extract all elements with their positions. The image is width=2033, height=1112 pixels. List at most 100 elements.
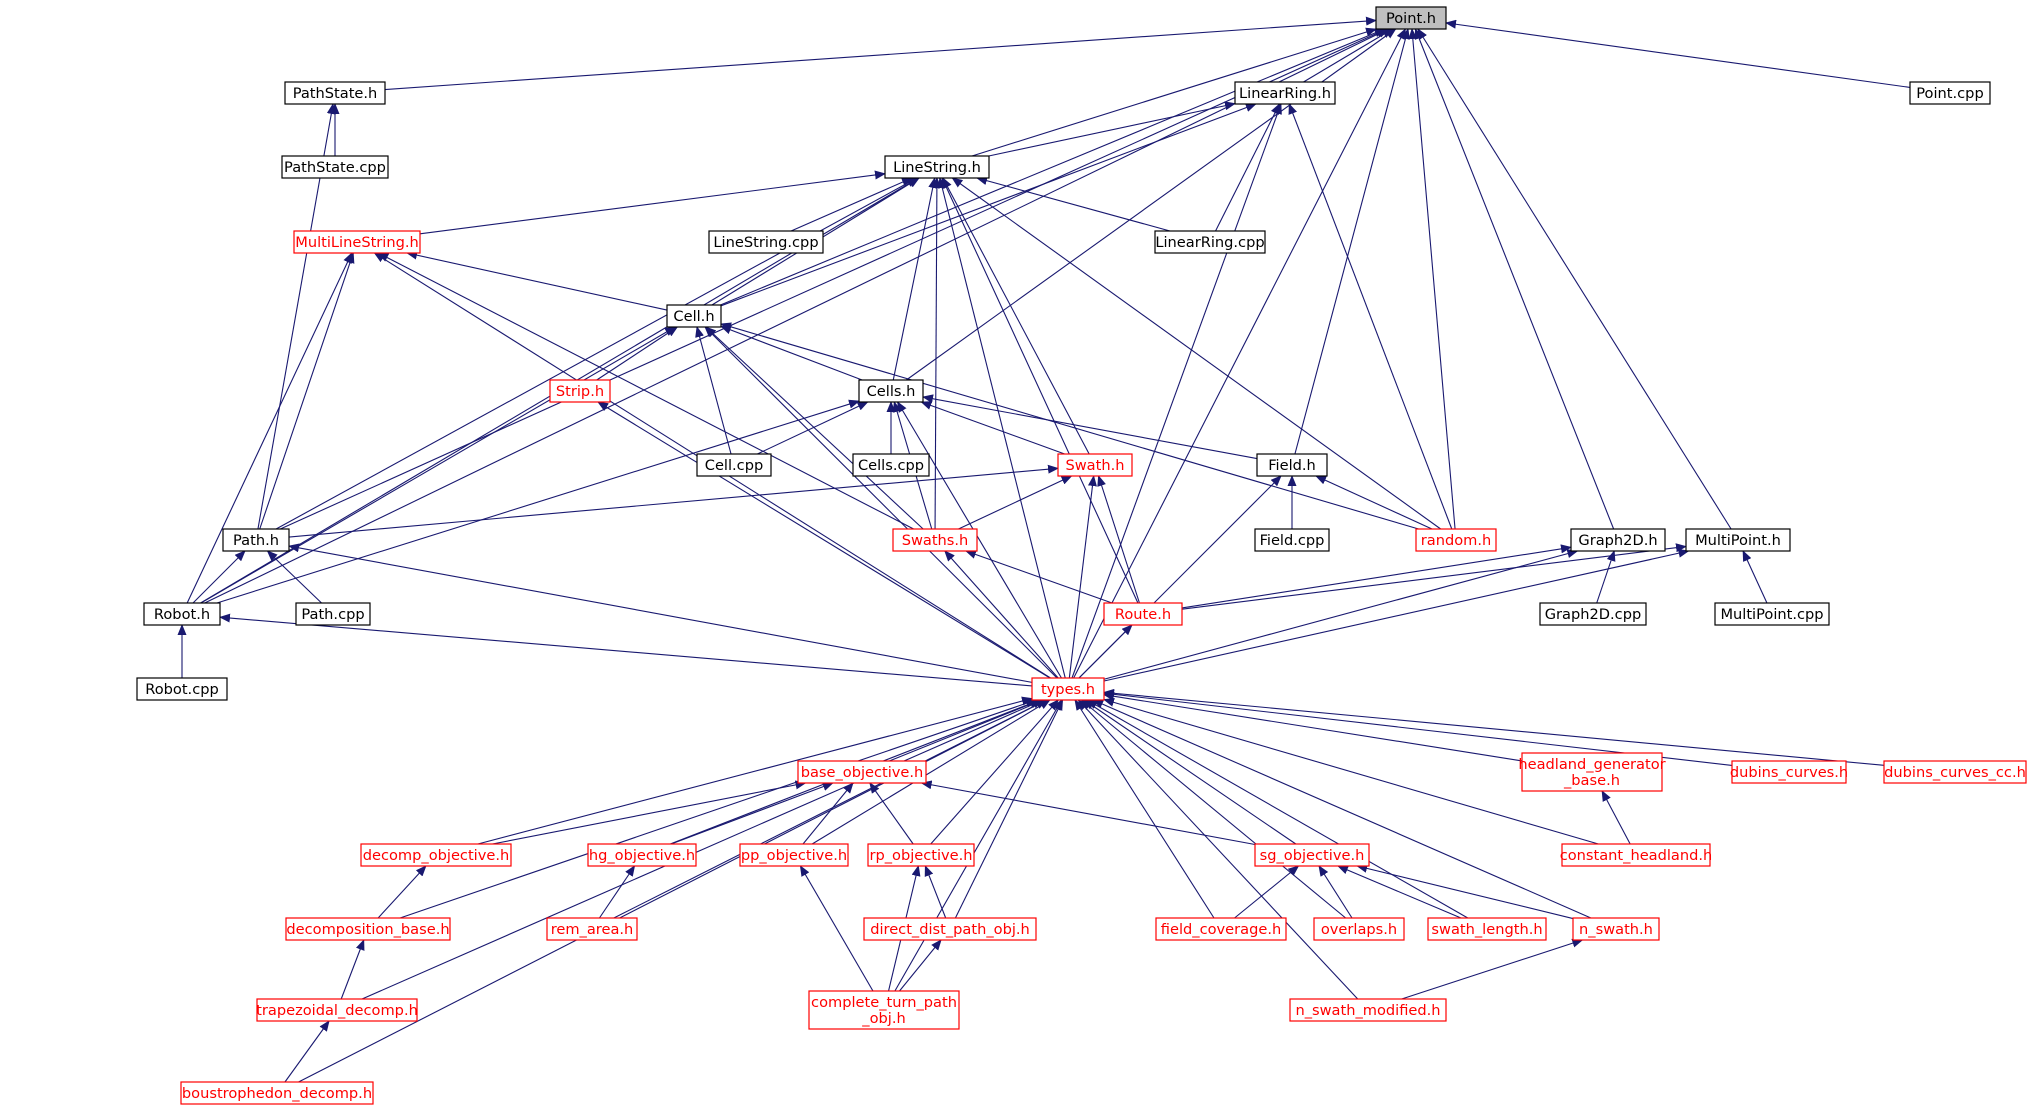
node-multipoint-h[interactable]: MultiPoint.h	[1685, 528, 1791, 552]
node-decomp-objective-h[interactable]: decomp_objective.h	[360, 843, 512, 867]
node-label: direct_dist_path_obj.h	[870, 921, 1030, 938]
node-label: field_coverage.h	[1161, 921, 1281, 938]
edge-cell_cpp-to-cells_h	[757, 401, 869, 455]
node-point-h[interactable]: Point.h	[1375, 6, 1447, 30]
node-swath-h[interactable]: Swath.h	[1057, 453, 1133, 477]
node-label: Path.cpp	[301, 606, 364, 623]
node-swaths-h[interactable]: Swaths.h	[892, 528, 978, 552]
edge-decomp_objective_h-to-types_h	[477, 696, 1033, 845]
node-route-h[interactable]: Route.h	[1103, 602, 1183, 626]
node-hg-objective-h[interactable]: hg_objective.h	[587, 843, 697, 867]
node-pp-objective-h[interactable]: pp_objective.h	[739, 843, 849, 867]
node-pathstate-h[interactable]: PathState.h	[284, 81, 386, 105]
node-label: _obj.h	[861, 1010, 905, 1027]
edge-graph2d_h-to-point_h	[1414, 28, 1615, 530]
edge-types_h-to-strip_h	[597, 401, 1051, 679]
node-swath-length-h[interactable]: swath_length.h	[1427, 917, 1547, 941]
node-box	[1154, 230, 1266, 254]
edge-n_swath_modified_h-to-n_swath_h	[1401, 938, 1584, 1000]
edge-types_h-to-linearring_h	[1071, 103, 1282, 679]
edge-swaths_h-to-multilinestring_h	[377, 252, 914, 530]
node-field-h[interactable]: Field.h	[1256, 453, 1328, 477]
node-n-swath-modified-h[interactable]: n_swath_modified.h	[1289, 998, 1447, 1022]
node-headland-generator-base-h[interactable]: headland_generator_base.h	[1518, 752, 1666, 792]
node-rem-area-h[interactable]: rem_area.h	[546, 917, 638, 941]
node-label: Robot.h	[154, 606, 210, 623]
node-dubins-curves-h[interactable]: dubins_curves.h	[1730, 760, 1848, 784]
edge-decomposition_base_h-to-types_h	[399, 698, 1037, 919]
node-label: Cell.h	[673, 308, 714, 325]
node-constant-headland-h[interactable]: constant_headland.h	[1560, 843, 1713, 867]
node-overlaps-h[interactable]: overlaps.h	[1313, 917, 1405, 941]
node-field-cpp[interactable]: Field.cpp	[1254, 528, 1330, 552]
edge-layer	[177, 16, 1911, 1083]
node-box	[1254, 528, 1330, 552]
node-field-coverage-h[interactable]: field_coverage.h	[1155, 917, 1287, 941]
node-box	[281, 155, 389, 179]
node-linestring-cpp[interactable]: LineString.cpp	[708, 230, 824, 254]
node-label: pp_objective.h	[741, 847, 847, 864]
node-robot-cpp[interactable]: Robot.cpp	[136, 677, 228, 701]
node-complete-turn-path-obj-h[interactable]: complete_turn_path_obj.h	[808, 990, 960, 1030]
node-layer: Point.hPathState.hPathState.cppLinearRin…	[136, 6, 2027, 1105]
node-decomposition-base-h[interactable]: decomposition_base.h	[285, 917, 451, 941]
node-multipoint-cpp[interactable]: MultiPoint.cpp	[1714, 602, 1830, 626]
node-robot-h[interactable]: Robot.h	[143, 602, 221, 626]
node-box	[1570, 528, 1666, 552]
node-box	[143, 602, 221, 626]
edge-direct_dist_path_obj_h-to-rp_objective_h	[924, 865, 947, 919]
node-cell-cpp[interactable]: Cell.cpp	[696, 453, 772, 477]
node-label: PathState.h	[293, 85, 378, 102]
edge-base_objective_h-to-types_h	[889, 699, 1042, 762]
node-cells-h[interactable]: Cells.h	[858, 379, 924, 403]
node-cells-cpp[interactable]: Cells.cpp	[852, 453, 930, 477]
node-sg-objective-h[interactable]: sg_objective.h	[1254, 843, 1370, 867]
node-point-cpp[interactable]: Point.cpp	[1909, 81, 1991, 105]
node-rp-objective-h[interactable]: rp_objective.h	[867, 843, 975, 867]
edge-field_h-to-cells_h	[922, 394, 1258, 460]
node-label: LineString.cpp	[713, 234, 818, 251]
node-label: hg_objective.h	[589, 847, 695, 864]
node-box	[852, 453, 930, 477]
node-box	[1103, 602, 1183, 626]
node-multilinestring-h[interactable]: MultiLineString.h	[293, 230, 421, 254]
node-n-swath-h[interactable]: n_swath.h	[1572, 917, 1660, 941]
node-box	[1561, 843, 1711, 867]
node-graph2d-cpp[interactable]: Graph2D.cpp	[1539, 602, 1647, 626]
node-path-cpp[interactable]: Path.cpp	[295, 602, 371, 626]
node-random-h[interactable]: random.h	[1415, 528, 1497, 552]
node-base-objective-h[interactable]: base_objective.h	[797, 760, 927, 784]
edge-robot_h-to-multilinestring_h	[186, 252, 353, 604]
node-label: MultiPoint.h	[1695, 532, 1781, 549]
edge-hg_objective_h-to-base_objective_h	[670, 782, 834, 845]
node-cell-h[interactable]: Cell.h	[666, 304, 722, 328]
node-label: Path.h	[233, 532, 279, 549]
node-linearring-cpp[interactable]: LinearRing.cpp	[1154, 230, 1266, 254]
node-direct-dist-path-obj-h[interactable]: direct_dist_path_obj.h	[863, 917, 1037, 941]
node-linearring-h[interactable]: LinearRing.h	[1234, 81, 1336, 105]
node-dubins-curves-cc-h[interactable]: dubins_curves_cc.h	[1883, 760, 2027, 784]
node-strip-h[interactable]: Strip.h	[549, 379, 611, 403]
edge-overlaps_h-to-types_h	[1080, 699, 1347, 919]
node-types-h[interactable]: types.h	[1031, 677, 1105, 701]
node-graph2d-h[interactable]: Graph2D.h	[1570, 528, 1666, 552]
node-path-h[interactable]: Path.h	[222, 528, 290, 552]
node-label: Strip.h	[556, 383, 604, 400]
node-box	[284, 81, 386, 105]
node-box	[136, 677, 228, 701]
edge-field_coverage_h-to-sg_objective_h	[1234, 865, 1300, 919]
node-pathstate-cpp[interactable]: PathState.cpp	[281, 155, 389, 179]
edge-n_swath_h-to-types_h	[1092, 699, 1592, 919]
node-boustrophedon-decomp-h[interactable]: boustrophedon_decomp.h	[180, 1081, 374, 1105]
node-label: Robot.cpp	[145, 681, 219, 698]
node-box	[1521, 752, 1663, 792]
edge-types_h-to-swaths_h	[944, 550, 1059, 679]
node-trapezoidal-decomp-h[interactable]: trapezoidal_decomp.h	[256, 998, 418, 1022]
edge-route_h-to-swaths_h	[964, 550, 1113, 604]
edge-linestring_cpp-to-linestring_h	[790, 177, 913, 232]
node-box	[1313, 917, 1405, 941]
edge-linearring_h-to-point_h	[1303, 28, 1394, 83]
node-label: rem_area.h	[551, 921, 634, 938]
edge-cells_h-to-linestring_h	[892, 177, 938, 381]
node-linestring-h[interactable]: LineString.h	[884, 155, 990, 179]
